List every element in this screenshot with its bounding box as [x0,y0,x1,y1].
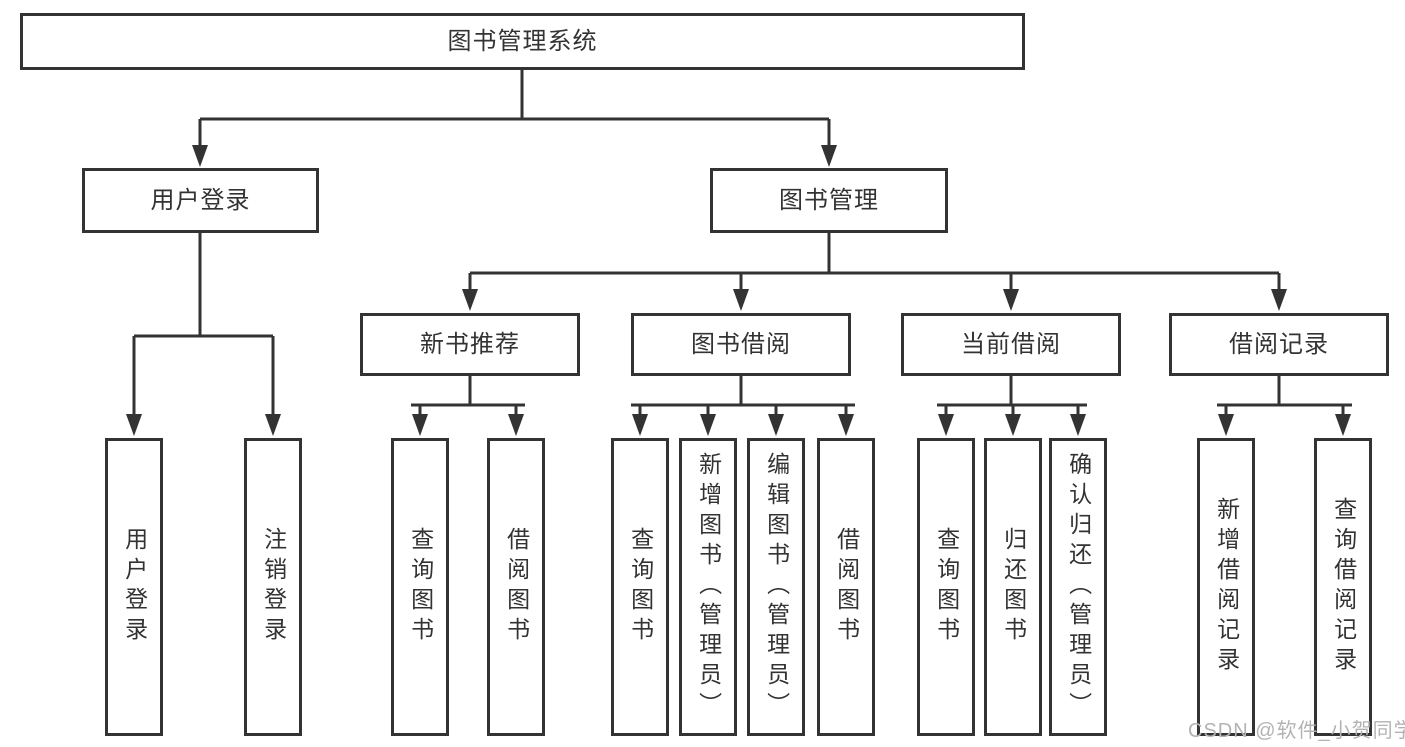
arrow-down-icon [126,414,142,436]
arrow-down-icon [1218,414,1234,436]
connector-borrowrecords-group [1217,376,1352,424]
arrow-down-icon [768,414,784,436]
arrow-down-icon [1003,289,1019,311]
leaf-cb-confirm-return-admin: 确认归还（管理员） [1049,438,1107,736]
node-root: 图书管理系统 [20,13,1025,70]
leaf-bb-edit-book-admin: 编辑图书（管理员） [747,438,805,736]
arrow-down-icon [1070,414,1086,436]
arrow-down-icon [821,145,837,167]
leaf-br-query-record: 查询借阅记录 [1314,438,1372,736]
leaf-bb-query-book: 查询图书 [611,438,669,736]
arrow-down-icon [632,414,648,436]
arrow-down-icon [1335,414,1351,436]
node-current-borrow: 当前借阅 [901,313,1121,376]
leaf-cb-return-book: 归还图书 [984,438,1042,736]
connector-userlogin-group [132,233,275,424]
leaf-cb-query-book: 查询图书 [917,438,975,736]
arrow-down-icon [508,414,524,436]
connector-bookborrow-group [631,376,855,424]
arrow-down-icon [412,414,428,436]
arrow-down-icon [1271,289,1287,311]
leaf-nbr-query-book: 查询图书 [391,438,449,736]
connector-paths [132,70,1352,424]
arrowheads [126,145,1351,436]
node-borrow-records: 借阅记录 [1169,313,1389,376]
connector-bookmgmt-to-level3 [468,233,1281,297]
arrow-down-icon [462,289,478,311]
connector-root-to-level2 [198,70,831,150]
node-book-management: 图书管理 [710,168,948,233]
leaf-nbr-borrow-book: 借阅图书 [487,438,545,736]
connector-newbook-group [411,376,525,424]
arrow-down-icon [1005,414,1021,436]
arrow-down-icon [700,414,716,436]
leaf-bb-add-book-admin: 新增图书（管理员） [679,438,737,736]
arrow-down-icon [938,414,954,436]
node-book-borrow: 图书借阅 [631,313,851,376]
leaf-logout: 注销登录 [244,438,302,736]
arrow-down-icon [838,414,854,436]
arrow-down-icon [265,414,281,436]
node-user-login: 用户登录 [82,168,319,233]
leaf-br-add-record: 新增借阅记录 [1197,438,1255,736]
watermark: CSDN @软件_小贺同学 [1188,720,1405,742]
arrow-down-icon [192,145,208,167]
leaf-bb-borrow-book: 借阅图书 [817,438,875,736]
arrow-down-icon [733,289,749,311]
node-new-book-recommend: 新书推荐 [360,313,580,376]
leaf-user-login: 用户登录 [105,438,163,736]
